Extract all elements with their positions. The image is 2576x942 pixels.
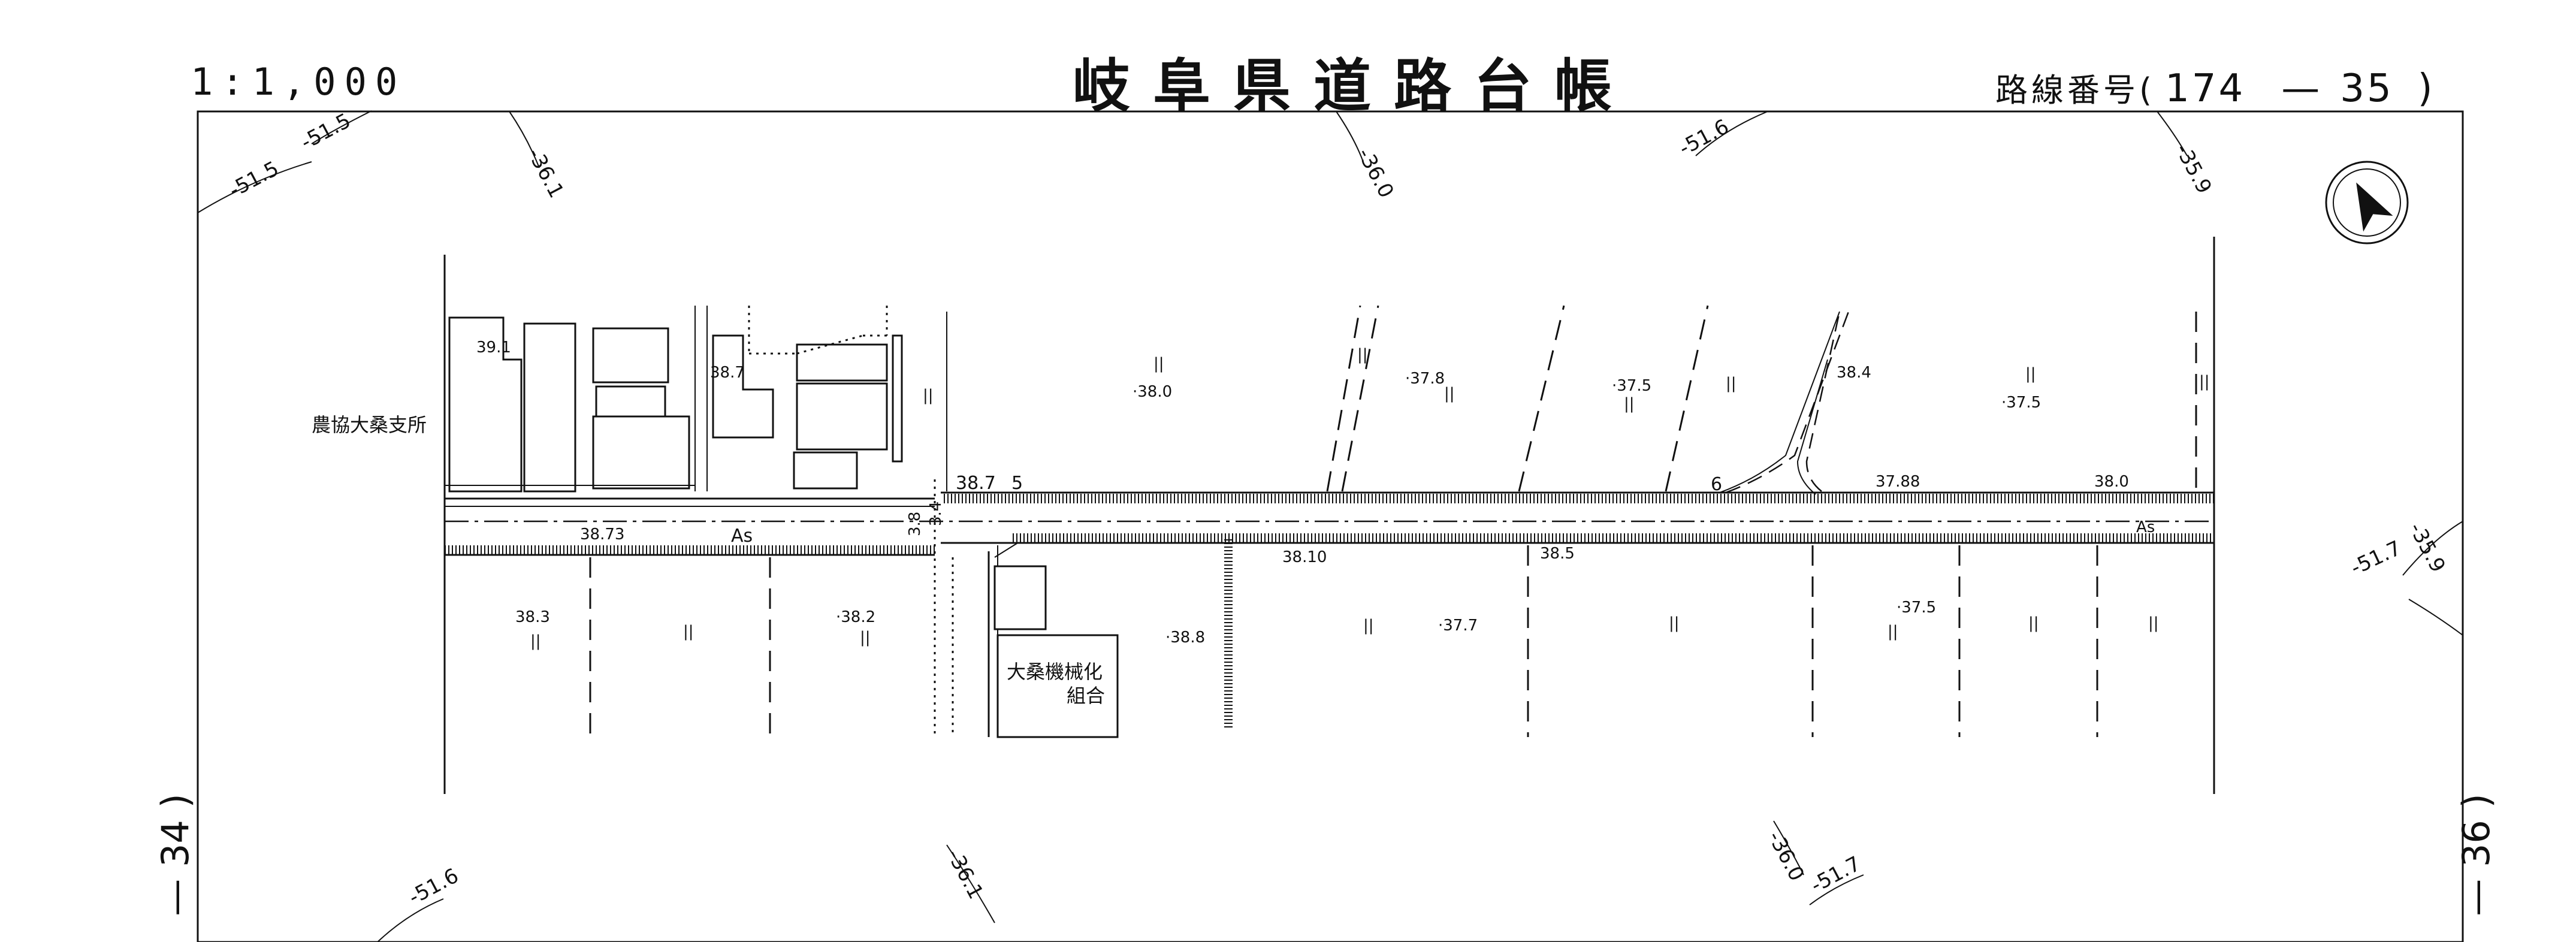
svg-text:||: || [683,623,694,641]
contour-label: -36.0 [1763,827,1809,884]
route-number-a: 174 [2165,67,2246,111]
svg-text:||: || [2148,614,2159,632]
route-label: 路線番号( [1995,71,2156,109]
station-number: 5 [1011,473,1023,494]
contour-lines [197,110,2463,942]
spot-height: ·37.5 [1612,377,1651,395]
svg-text:||: || [1624,395,1635,413]
svg-text:||: || [1153,355,1164,373]
contour-label: -51.5 [297,108,354,155]
spot-height: ·37.8 [1405,370,1445,388]
contour-label: -35.9 [2404,518,2450,576]
spot-height: ·37.7 [1438,617,1478,635]
spot-height: 38.10 [1282,548,1327,566]
svg-text:||: || [1363,617,1374,635]
spot-height: 38.73 [580,526,624,544]
spot-height: 37.88 [1876,473,1920,491]
svg-text:||: || [530,632,541,650]
scale-label: 1:1,000 [191,60,406,104]
spot-height: ·37.5 [2001,394,2041,412]
page-title: 岐阜県道路台帳 [1073,53,1635,120]
spot-height: 38.7 [956,473,996,494]
spot-height: 38.0 [2094,473,2129,491]
parcel-boundaries [589,305,2197,737]
contour-label: -36.0 [1352,144,1399,201]
contour-label: -36.1 [523,144,569,201]
svg-text:||: || [1357,346,1368,364]
spot-height: 39.1 [476,339,511,357]
svg-text:||: || [2025,365,2036,383]
svg-text:||: || [1669,614,1680,632]
route-dash: — [2281,67,2323,111]
svg-text:||: || [1726,375,1737,393]
contour-label: -51.6 [1675,114,1732,161]
spot-height: ·38.8 [1165,629,1205,647]
spot-height: 38.7 [710,364,745,382]
north-arrow-icon [2325,161,2409,244]
svg-text:||: || [2028,614,2039,632]
route-number: 路線番号(174 — 35) [1995,64,2435,111]
buildings [443,306,1119,738]
spot-height: ·38.0 [1133,383,1172,401]
svg-text:||: || [1888,623,1898,641]
svg-text:||: || [2199,373,2210,391]
road-width: 3.8 [906,512,924,536]
svg-text:||: || [923,387,934,404]
map-frame [197,110,2464,942]
pavement-label: As [2136,518,2155,536]
spot-height: 38.4 [1837,364,1871,382]
route-number-b: 35 [2340,67,2394,111]
spot-height: 38.3 [515,608,550,626]
spot-height: 38.5 [1540,545,1575,563]
contour-label: -51.5 [225,156,282,203]
svg-text:||: || [860,629,871,647]
building-label-nokyo: 農協大桑支所 [312,413,427,436]
contour-label: -51.7 [1807,852,1864,898]
building-label-kumiai: 大桑機械化 [1007,660,1103,683]
svg-text:||: || [1444,385,1455,403]
pavement-label: As [731,526,753,547]
spot-height: ·37.5 [1896,599,1936,617]
building-label-kumiai: 組合 [1067,684,1105,707]
route-close: ) [2417,67,2435,111]
contour-label: -51.7 [2347,536,2405,580]
spot-height: ·38.2 [836,608,875,626]
contour-label: -36.1 [942,845,988,902]
road-width: 3.4 [927,502,945,526]
station-number: 6 [1711,474,1722,495]
contour-label: -35.9 [2170,140,2216,197]
paddy-symbols: || || || || || || || || || || || || || |… [530,346,2210,650]
